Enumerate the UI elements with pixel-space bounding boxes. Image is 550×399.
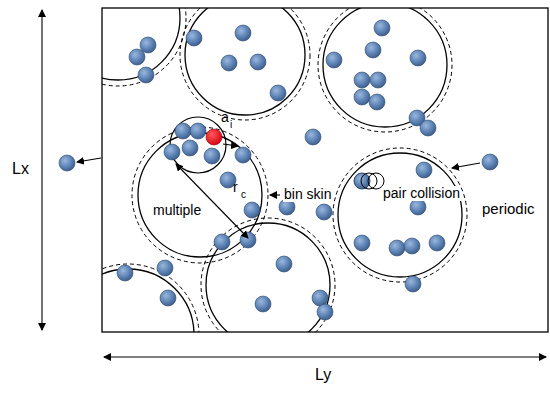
- annotation-label: bin skin: [283, 187, 332, 202]
- symbol-label: r: [233, 180, 238, 195]
- red-particle: [206, 129, 222, 145]
- particles: [59, 20, 498, 320]
- annotation-label: periodic: [481, 201, 536, 218]
- group-label: multiple: [152, 203, 202, 218]
- dimension-label: Lx: [12, 160, 29, 178]
- dimension-label: Ly: [315, 366, 331, 384]
- subscript-label: c: [241, 189, 246, 200]
- symbol-label: a: [221, 110, 229, 125]
- domain-box: [102, 8, 548, 332]
- pair-collision-particles: [354, 173, 384, 189]
- arrows: [42, 10, 546, 357]
- subscript-label: i: [230, 119, 232, 130]
- annotation-label: pair collision: [382, 186, 461, 201]
- bins: [102, 8, 467, 332]
